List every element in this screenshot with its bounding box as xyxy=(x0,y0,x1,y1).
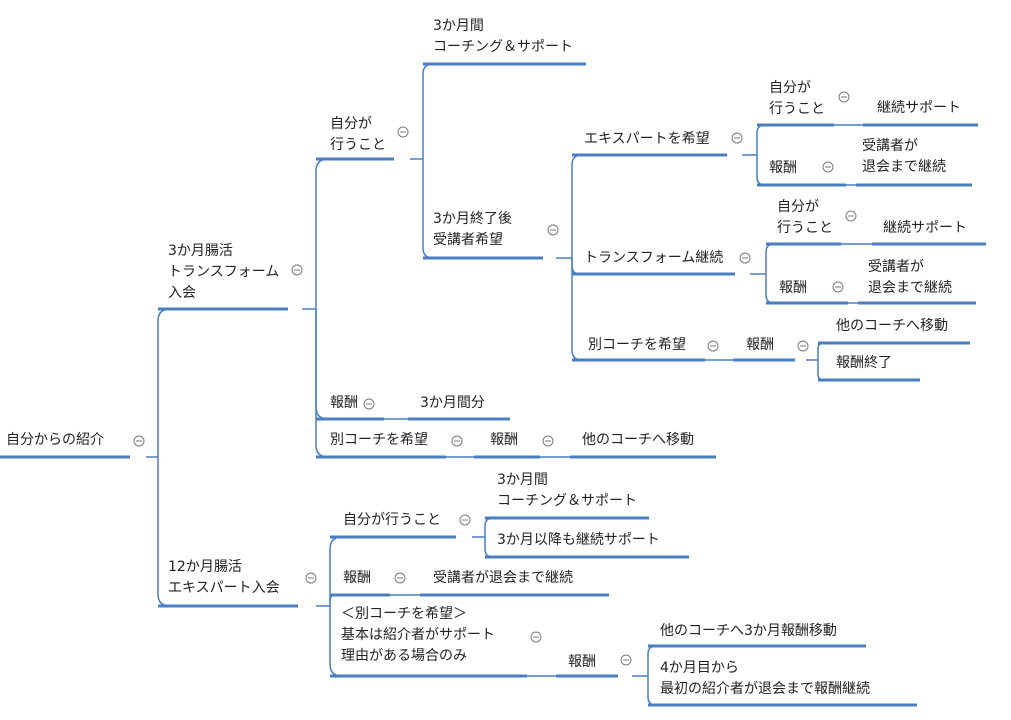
collapse-toggle-icon[interactable] xyxy=(363,398,375,410)
collapse-toggle-icon[interactable] xyxy=(707,340,719,352)
connector-branch-4-0 xyxy=(756,124,766,155)
connector-branch-8-0 xyxy=(484,517,494,537)
connector-branch-7-1 xyxy=(329,594,336,606)
a-reward[interactable]: 報酬 xyxy=(330,395,358,411)
connector-branch-5-1 xyxy=(765,274,775,304)
connector-branch-4-1 xyxy=(756,155,766,186)
a-expert-reward[interactable]: 報酬 xyxy=(769,160,797,176)
a-expert-self-tasks[interactable]: 自分が 行うこと xyxy=(769,80,825,117)
connector-branch-1-1 xyxy=(315,309,329,420)
collapse-toggle-icon[interactable] xyxy=(542,435,554,447)
b-other-reward-continue[interactable]: 4か月目から 最初の紹介者が退会まで報酬継続 xyxy=(660,660,870,697)
a-other-reward-end[interactable]: 報酬終了 xyxy=(836,355,892,371)
connector-branch-3-2 xyxy=(571,258,583,361)
collapse-toggle-icon[interactable] xyxy=(731,132,743,144)
connector-branch-3-1 xyxy=(571,258,581,275)
connector-branch-9-1 xyxy=(647,676,657,706)
a-other-coach-move[interactable]: 他のコーチへ移動 xyxy=(582,432,694,448)
a-cont-reward[interactable]: 報酬 xyxy=(779,280,807,296)
collapse-toggle-icon[interactable] xyxy=(822,161,834,173)
a-self-tasks[interactable]: 自分が 行うこと xyxy=(330,116,386,153)
a-coaching-support[interactable]: 3か月間 コーチング＆サポート xyxy=(433,18,573,55)
b-other-move-3months[interactable]: 他のコーチへ3か月報酬移動 xyxy=(660,623,837,639)
collapse-toggle-icon[interactable] xyxy=(547,224,559,236)
connector-branch-6-1 xyxy=(817,360,825,381)
connector-branch-0-1 xyxy=(157,457,171,607)
connector-branch-1-2 xyxy=(315,309,329,458)
branch-3month-transform[interactable]: 3か月腸活 トランスフォーム 入会 xyxy=(168,243,280,301)
root-topic[interactable]: 自分からの紹介 xyxy=(6,432,104,448)
collapse-toggle-icon[interactable] xyxy=(291,264,303,276)
branch-12month-expert[interactable]: 12か月腸活 エキスパート入会 xyxy=(168,559,280,596)
connector-branch-7-0 xyxy=(329,536,343,606)
a-reward-3months[interactable]: 3か月間分 xyxy=(420,395,485,411)
connector-branch-8-1 xyxy=(484,537,494,558)
a-other-coach-reward[interactable]: 報酬 xyxy=(490,432,518,448)
b-continued-support[interactable]: 3か月以降も継続サポート xyxy=(497,532,660,548)
a-cont-self-tasks[interactable]: 自分が 行うこと xyxy=(777,199,833,236)
a-expert-continued-support[interactable]: 継続サポート xyxy=(877,100,961,116)
connector-branch-0-0 xyxy=(157,308,171,457)
b-coaching-support[interactable]: 3か月間 コーチング＆サポート xyxy=(497,472,637,509)
connector-branch-5-0 xyxy=(765,243,775,274)
collapse-toggle-icon[interactable] xyxy=(845,210,857,222)
collapse-toggle-icon[interactable] xyxy=(394,572,406,584)
a-other-coach-request[interactable]: 別コーチを希望 xyxy=(588,337,686,353)
a-other-coach[interactable]: 別コーチを希望 xyxy=(330,432,428,448)
a-expert-reward-until-quit[interactable]: 受講者が 退会まで継続 xyxy=(862,138,946,175)
b-reward-until-quit[interactable]: 受講者が退会まで継続 xyxy=(433,570,573,586)
a-cont-continued-support[interactable]: 継続サポート xyxy=(883,220,967,236)
connector-branch-1-0 xyxy=(315,158,329,309)
collapse-toggle-icon[interactable] xyxy=(838,91,850,103)
connector-branch-7-2 xyxy=(329,606,343,677)
b-reward[interactable]: 報酬 xyxy=(343,570,371,586)
a-transform-continue[interactable]: トランスフォーム継続 xyxy=(584,250,724,266)
a-expert-request[interactable]: エキスパートを希望 xyxy=(584,131,710,147)
a-other-reward[interactable]: 報酬 xyxy=(746,337,774,353)
b-other-reward[interactable]: 報酬 xyxy=(568,654,596,670)
b-self-tasks[interactable]: 自分が行うこと xyxy=(343,512,441,528)
a-cont-reward-until-quit[interactable]: 受講者が 退会まで継続 xyxy=(868,259,952,296)
collapse-toggle-icon[interactable] xyxy=(451,435,463,447)
connector-branch-6-0 xyxy=(817,342,825,360)
collapse-toggle-icon[interactable] xyxy=(620,654,632,666)
collapse-toggle-icon[interactable] xyxy=(305,572,317,584)
connector-branch-3-0 xyxy=(571,154,583,258)
collapse-toggle-icon[interactable] xyxy=(797,340,809,352)
collapse-toggle-icon[interactable] xyxy=(530,631,542,643)
a-after-3months[interactable]: 3か月終了後 受講者希望 xyxy=(433,211,512,248)
collapse-toggle-icon[interactable] xyxy=(459,514,471,526)
connector-branch-2-1 xyxy=(422,159,434,259)
collapse-toggle-icon[interactable] xyxy=(832,281,844,293)
b-other-coach-request[interactable]: ＜別コーチを希望＞ 基本は紹介者がサポート 理由がある場合のみ xyxy=(341,606,495,664)
a-other-move-to-coach[interactable]: 他のコーチへ移動 xyxy=(836,318,948,334)
connector-branch-9-0 xyxy=(647,645,657,676)
collapse-toggle-icon[interactable] xyxy=(739,252,751,264)
collapse-toggle-icon[interactable] xyxy=(397,126,409,138)
collapse-toggle-icon[interactable] xyxy=(133,435,145,447)
connector-branch-2-0 xyxy=(422,63,434,159)
